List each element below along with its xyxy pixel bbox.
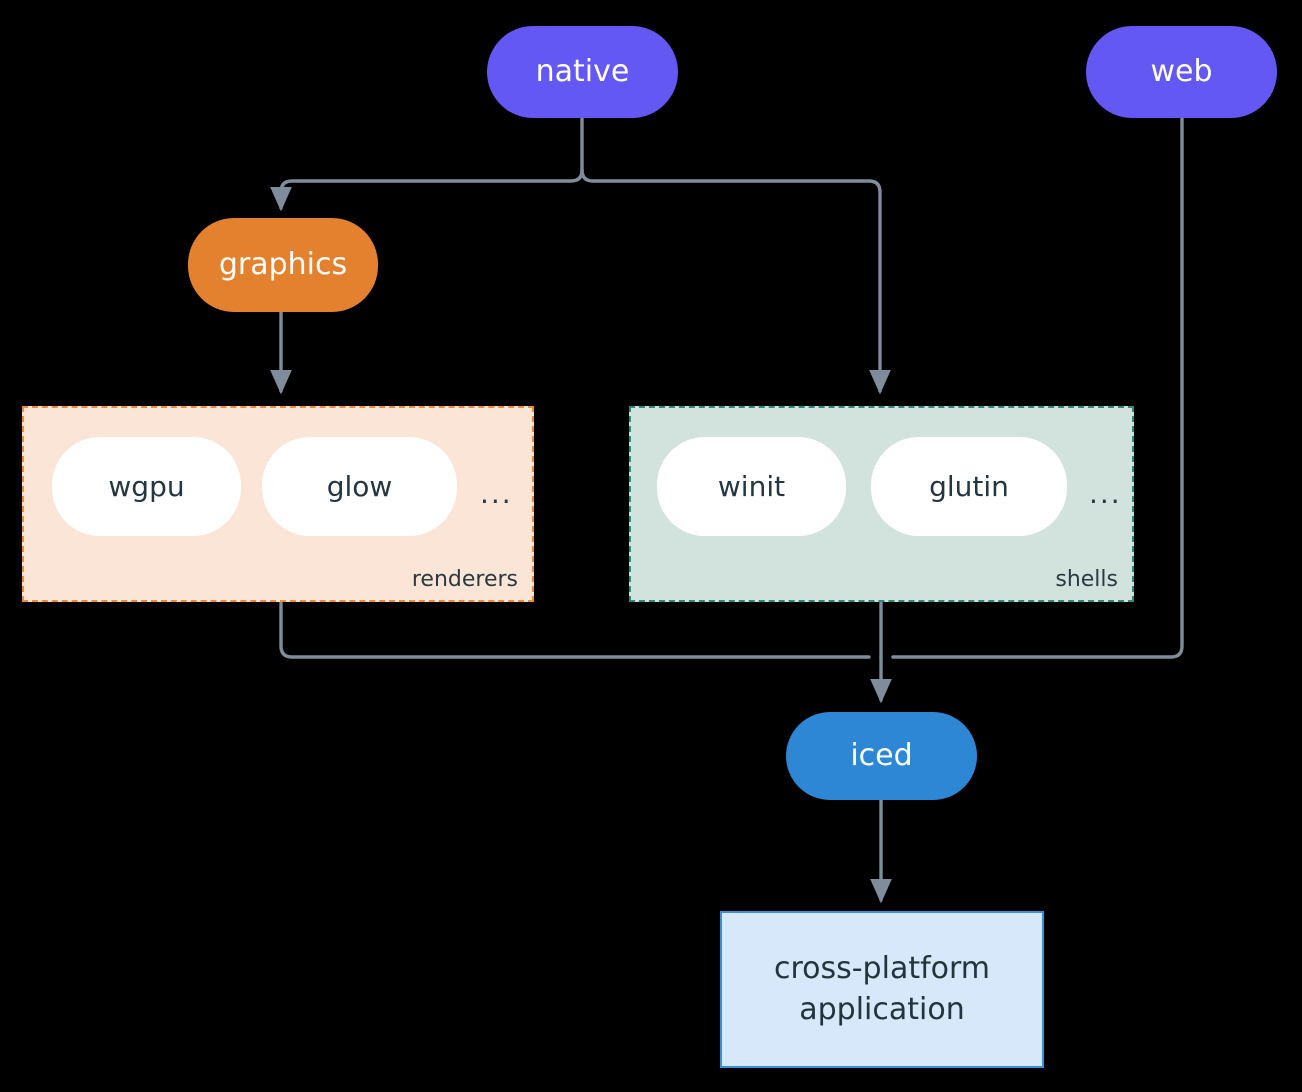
node-iced-label: iced <box>850 738 913 774</box>
leaf-glutin[interactable]: glutin <box>871 437 1067 536</box>
shells-overflow-ellipsis: ... <box>1089 477 1122 510</box>
node-application[interactable]: cross-platform application <box>720 911 1044 1068</box>
leaf-wgpu-label: wgpu <box>108 470 185 503</box>
node-iced[interactable]: iced <box>786 712 977 800</box>
node-graphics[interactable]: graphics <box>188 218 378 312</box>
node-application-line1: cross-platform <box>773 951 991 986</box>
node-application-text: cross-platform application <box>774 949 990 1030</box>
node-application-line2: application <box>799 991 965 1027</box>
leaf-glow-label: glow <box>326 470 393 503</box>
node-graphics-label: graphics <box>218 247 348 283</box>
leaf-winit[interactable]: winit <box>657 437 846 536</box>
cluster-renderers[interactable]: wgpu glow ... renderers <box>22 406 534 602</box>
edge-renderers-to-iced <box>279 600 871 659</box>
leaf-wgpu[interactable]: wgpu <box>52 437 241 536</box>
cluster-shells[interactable]: winit glutin ... shells <box>629 406 1134 602</box>
edge-native-to-graphics <box>270 168 584 212</box>
node-web[interactable]: web <box>1086 26 1277 118</box>
cluster-renderers-label: renderers <box>411 567 518 592</box>
cluster-shells-label: shells <box>1055 567 1118 592</box>
leaf-winit-label: winit <box>717 470 786 503</box>
edge-native-to-shells <box>580 168 891 395</box>
node-native[interactable]: native <box>487 26 678 118</box>
node-native-label: native <box>535 54 630 90</box>
node-web-label: web <box>1150 54 1213 90</box>
leaf-glow[interactable]: glow <box>262 437 457 536</box>
leaf-glutin-label: glutin <box>929 470 1009 503</box>
renderers-overflow-ellipsis: ... <box>480 477 513 510</box>
